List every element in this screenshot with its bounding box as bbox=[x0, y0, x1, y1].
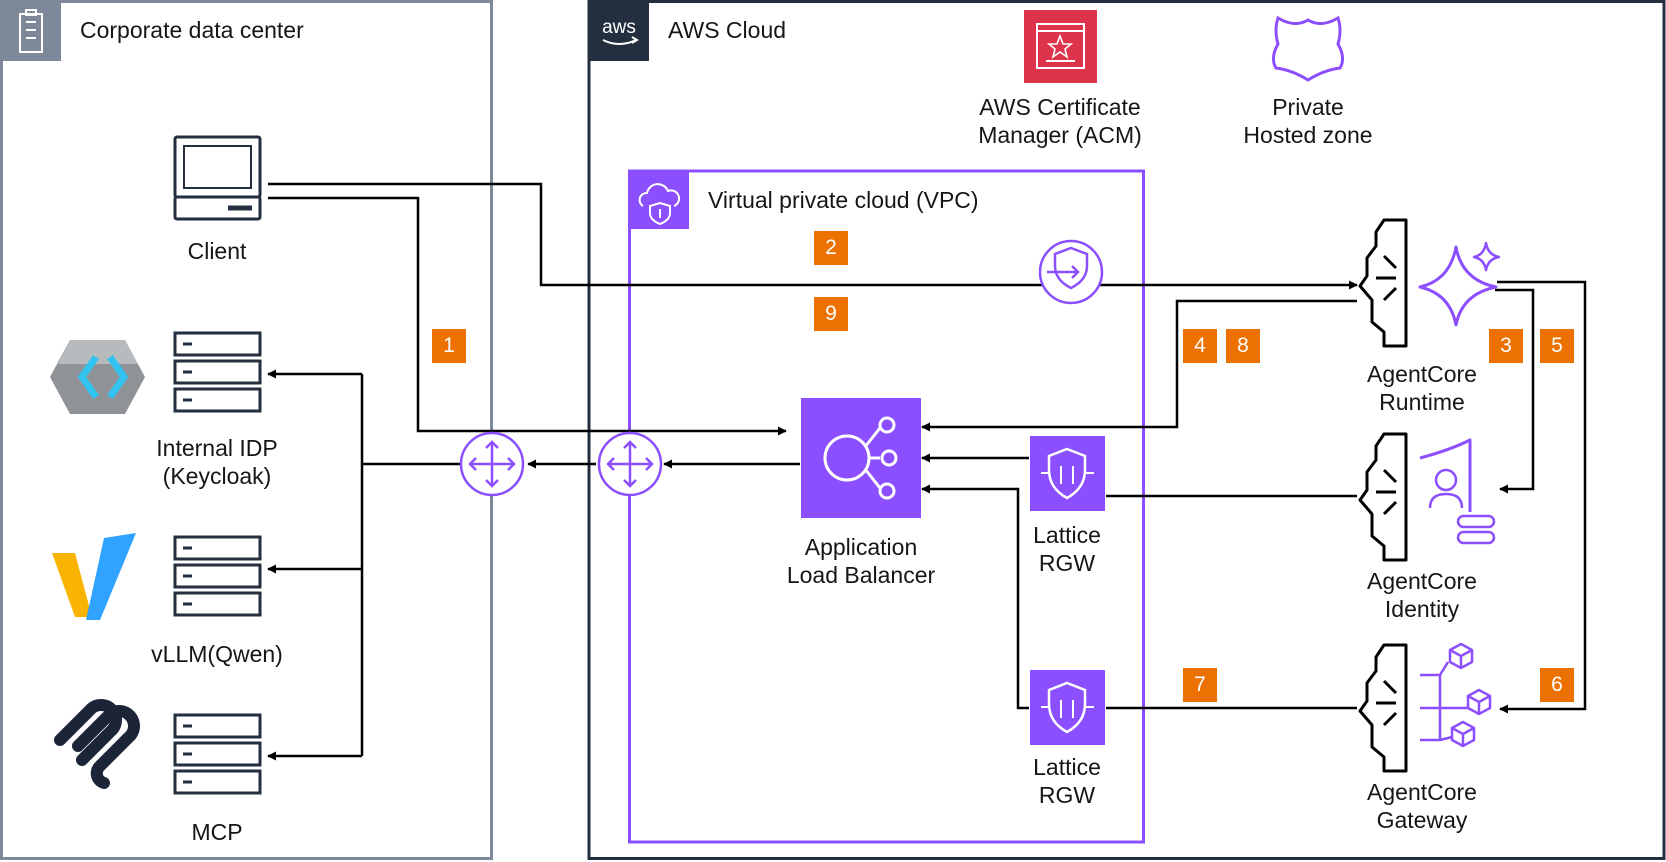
acm-label: AWS Certificate Manager (ACM) bbox=[960, 93, 1160, 149]
rgw1-label-line-1: Lattice bbox=[1033, 522, 1101, 548]
idp-label: Internal IDP (Keycloak) bbox=[137, 434, 297, 490]
idp-label-line-2: (Keycloak) bbox=[162, 463, 272, 489]
vpc-group-title: Virtual private cloud (VPC) bbox=[708, 187, 979, 213]
identity-label-line-1: AgentCore bbox=[1367, 568, 1477, 594]
desktop-computer-icon bbox=[173, 135, 262, 221]
hosted-zone-label-line-1: Private bbox=[1272, 94, 1344, 120]
step-8-badge: 8 bbox=[1226, 329, 1260, 363]
lattice-gateway-2-icon bbox=[1030, 670, 1105, 745]
hosted-zone-label-line-2: Hosted zone bbox=[1243, 122, 1373, 148]
aws-logo-text: aws bbox=[602, 17, 636, 38]
gateway-label: AgentCore Gateway bbox=[1342, 778, 1502, 834]
rgw2-label: Lattice RGW bbox=[1017, 753, 1117, 809]
step-6-badge: 6 bbox=[1540, 668, 1574, 702]
vllm-server-icon bbox=[173, 535, 262, 617]
runtime-label-line-1: AgentCore bbox=[1367, 361, 1477, 387]
acm-label-line-2: Manager (ACM) bbox=[978, 122, 1142, 148]
hosted-zone-shield-icon bbox=[1271, 15, 1345, 82]
mcp-logo-icon bbox=[54, 699, 140, 789]
client-label: Client bbox=[167, 237, 267, 265]
hosted-zone-label: Private Hosted zone bbox=[1228, 93, 1388, 149]
step-9-badge: 9 bbox=[814, 297, 848, 331]
rgw1-label: Lattice RGW bbox=[1017, 521, 1117, 577]
step-1-badge: 1 bbox=[432, 329, 466, 363]
agentcore-identity-icon bbox=[1358, 432, 1496, 562]
keycloak-logo-icon bbox=[50, 340, 145, 414]
step-5-badge: 5 bbox=[1540, 329, 1574, 363]
vpc-endpoint-icon bbox=[1038, 239, 1104, 305]
agentcore-runtime-icon bbox=[1358, 218, 1501, 348]
step-2-badge: 2 bbox=[814, 231, 848, 265]
vllm-label: vLLM(Qwen) bbox=[137, 640, 297, 668]
step-4-badge: 4 bbox=[1183, 329, 1217, 363]
rgw2-to-alb-line bbox=[921, 484, 1029, 710]
mcp-label-line-1: MCP bbox=[191, 819, 243, 845]
vpc-group bbox=[628, 169, 1145, 844]
rgw2-label-line-2: RGW bbox=[1038, 782, 1096, 808]
idp-label-line-1: Internal IDP bbox=[156, 435, 278, 461]
step-3-badge: 3 bbox=[1489, 329, 1523, 363]
vllm-logo-icon bbox=[52, 533, 136, 620]
alb-label-line-1: Application bbox=[804, 534, 918, 560]
vpc-cloud-shield-icon bbox=[629, 171, 689, 229]
idp-server-icon bbox=[173, 331, 262, 413]
runtime-to-identity-line bbox=[1495, 288, 1535, 494]
corporate-group-title: Corporate data center bbox=[80, 17, 304, 43]
runtime-to-gateway-line bbox=[1497, 280, 1587, 714]
client-to-runtime-line bbox=[268, 182, 1358, 290]
runtime-to-alb-line bbox=[921, 299, 1357, 432]
router-corp-icon bbox=[459, 431, 525, 497]
certificate-manager-icon bbox=[1024, 10, 1097, 83]
rgw1-label-line-2: RGW bbox=[1038, 550, 1096, 576]
router-vpc-icon bbox=[597, 431, 663, 497]
acm-label-line-1: AWS Certificate bbox=[979, 94, 1141, 120]
step-7-badge: 7 bbox=[1183, 668, 1217, 702]
building-icon bbox=[3, 3, 61, 61]
alb-label: Application Load Balancer bbox=[766, 533, 956, 589]
alb-label-line-2: Load Balancer bbox=[786, 562, 936, 588]
mcp-server-icon bbox=[173, 713, 262, 795]
vllm-label-line-1: vLLM(Qwen) bbox=[151, 641, 283, 667]
identity-label-line-2: Identity bbox=[1384, 596, 1460, 622]
gateway-label-line-2: Gateway bbox=[1376, 807, 1468, 833]
identity-label: AgentCore Identity bbox=[1342, 567, 1502, 623]
rgw2-label-line-1: Lattice bbox=[1033, 754, 1101, 780]
aws-logo-icon: aws bbox=[589, 1, 649, 61]
agentcore-gateway-icon bbox=[1358, 642, 1492, 773]
runtime-label: AgentCore Runtime bbox=[1342, 360, 1502, 416]
aws-group-title: AWS Cloud bbox=[668, 17, 787, 43]
runtime-label-line-2: Runtime bbox=[1379, 389, 1465, 415]
mcp-label: MCP bbox=[167, 818, 267, 846]
client-to-alb-line bbox=[268, 196, 787, 436]
lattice-gateway-1-icon bbox=[1030, 436, 1105, 511]
client-label-line-1: Client bbox=[187, 238, 247, 264]
load-balancer-icon bbox=[801, 398, 921, 518]
gateway-label-line-1: AgentCore bbox=[1367, 779, 1477, 805]
